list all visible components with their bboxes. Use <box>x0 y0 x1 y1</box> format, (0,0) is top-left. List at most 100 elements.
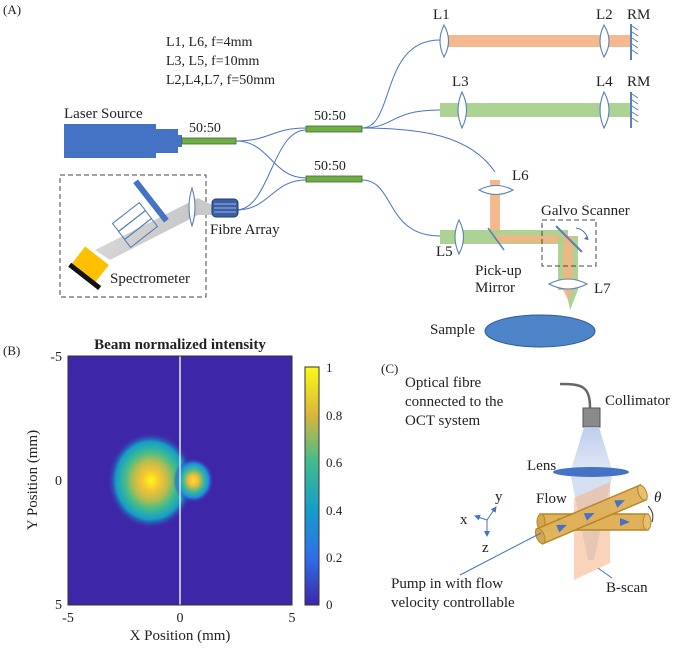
galvo-scanner-label: Galvo Scanner <box>541 203 630 219</box>
colorbar-tick-0-6: 0.6 <box>326 455 343 470</box>
colorbar-tick-0-2: 0.2 <box>326 550 342 565</box>
lens-l5-label: L5 <box>436 244 453 260</box>
lens-l5 <box>454 218 465 256</box>
laser-source <box>64 124 182 158</box>
spectrometer-detector <box>68 246 109 291</box>
lens-l1-label: L1 <box>433 7 450 23</box>
coordinate-axes <box>474 506 497 537</box>
galvo-rotation-arrowhead <box>584 236 588 240</box>
splitter-3 <box>305 175 363 183</box>
bscan-label: B-scan <box>606 580 648 596</box>
galvo-scanner-box <box>541 219 597 267</box>
lens-l3 <box>457 90 468 130</box>
heatmap-frame <box>67 355 293 606</box>
splitter-2 <box>305 125 363 133</box>
reference-mirror-1 <box>630 24 639 60</box>
pump-callout-line <box>459 532 542 576</box>
lens-l6-label: L6 <box>512 168 529 184</box>
axis-x-label: x <box>460 512 468 528</box>
fibre-label-1: Optical fibre <box>405 375 482 391</box>
sample-label: Sample <box>430 322 475 338</box>
sample-beam-orange-horizontal <box>496 235 568 243</box>
x-tick-0: 0 <box>177 611 184 626</box>
panel-a: (A) L1, L6, f=4mm L3, L5, f=10mm L2,L4,L… <box>3 2 650 348</box>
reference-mirror-2 <box>630 92 639 128</box>
lens-l1 <box>439 23 450 59</box>
theta-arc <box>647 505 654 523</box>
colorbar <box>304 366 320 606</box>
pickup-mirror-label-2: Mirror <box>475 280 515 296</box>
x-axis-label: X Position (mm) <box>130 628 231 644</box>
pump-label-2: velocity controllable <box>391 595 515 611</box>
lens-label: Lens <box>527 458 556 474</box>
colorbar-tick-0: 0 <box>326 597 333 612</box>
y-tick-neg5: -5 <box>50 350 62 365</box>
pump-label-1: Pump in with flow <box>391 576 503 592</box>
colorbar-tick-0-8: 0.8 <box>326 408 342 423</box>
oct-beam-upper <box>571 427 612 470</box>
lens-l2 <box>599 23 610 59</box>
lens-l7-label: L7 <box>594 281 611 297</box>
lens-l2-label: L2 <box>596 7 613 23</box>
pickup-mirror <box>487 227 505 251</box>
flow-tube-angled <box>534 483 648 545</box>
collimator-label: Collimator <box>605 393 670 409</box>
fibre-label-2: connected to the <box>405 394 504 410</box>
panel-c: (C) Optical fibre connected to the OCT s… <box>381 361 670 611</box>
heatmap-spot-large <box>107 431 195 530</box>
y-tick-0: 0 <box>55 474 62 489</box>
spectrometer-input-beam <box>198 198 212 215</box>
reference-beam-2 <box>440 103 630 117</box>
colorbar-tick-1: 1 <box>326 360 333 375</box>
panel-b-label: (B) <box>3 343 20 358</box>
lens-l6 <box>477 184 515 196</box>
y-axis-label: Y Position (mm) <box>25 430 41 530</box>
focal-note-2: L3, L5, f=10mm <box>166 54 260 69</box>
sample-disk <box>484 314 596 348</box>
focal-note-1: L1, L6, f=4mm <box>166 35 253 50</box>
collimator-icon <box>582 407 601 428</box>
splitter-1 <box>181 137 237 145</box>
x-tick-neg5: -5 <box>62 611 74 626</box>
splitter-2-label: 50:50 <box>314 109 346 124</box>
splitter-1-label: 50:50 <box>189 121 221 136</box>
axis-y-label: y <box>495 489 503 505</box>
lens-l7 <box>547 278 589 290</box>
spectrometer-label: Spectrometer <box>110 271 190 287</box>
fibre-array-icon <box>211 198 239 218</box>
lens-l4 <box>599 90 610 130</box>
panel-a-label: (A) <box>3 2 21 17</box>
spectrometer-collimating-lens <box>188 186 196 228</box>
optical-fibre-cable <box>559 382 592 409</box>
heatmap-spot-small <box>173 457 214 504</box>
panel-b: (B) Beam normalized intensity -5 0 5 -5 … <box>3 337 343 644</box>
bscan-plane <box>574 482 610 580</box>
panel-c-label: (C) <box>381 361 398 376</box>
spectrometer-beam <box>95 198 198 260</box>
bscan-callout-line <box>597 567 613 579</box>
spectrometer-box <box>59 174 207 298</box>
lens-l3-label: L3 <box>452 74 469 90</box>
optical-fibres <box>182 39 496 237</box>
axis-z-label: z <box>482 540 489 556</box>
lens-l4-label: L4 <box>596 74 613 90</box>
oct-lens <box>553 467 629 477</box>
fibre-array-label: Fibre Array <box>210 222 280 238</box>
heatmap-plot <box>67 355 293 606</box>
y-tick-5: 5 <box>55 598 62 613</box>
pickup-mirror-label-1: Pick-up <box>475 263 522 279</box>
grating-icon <box>133 179 169 223</box>
galvo-mirror <box>555 225 583 253</box>
splitter-3-label: 50:50 <box>314 159 346 174</box>
heatmap-title: Beam normalized intensity <box>94 337 266 353</box>
sample-beam-orange-down <box>563 236 573 300</box>
flow-label: Flow <box>536 491 567 507</box>
rm-label-2: RM <box>627 74 650 90</box>
focal-note-3: L2,L4,L7, f=50mm <box>166 73 275 88</box>
rm-label-1: RM <box>627 7 650 23</box>
colorbar-tick-0-4: 0.4 <box>326 503 343 518</box>
x-tick-5: 5 <box>289 611 296 626</box>
fibre-label-3: OCT system <box>405 413 480 429</box>
laser-source-label: Laser Source <box>64 106 143 122</box>
